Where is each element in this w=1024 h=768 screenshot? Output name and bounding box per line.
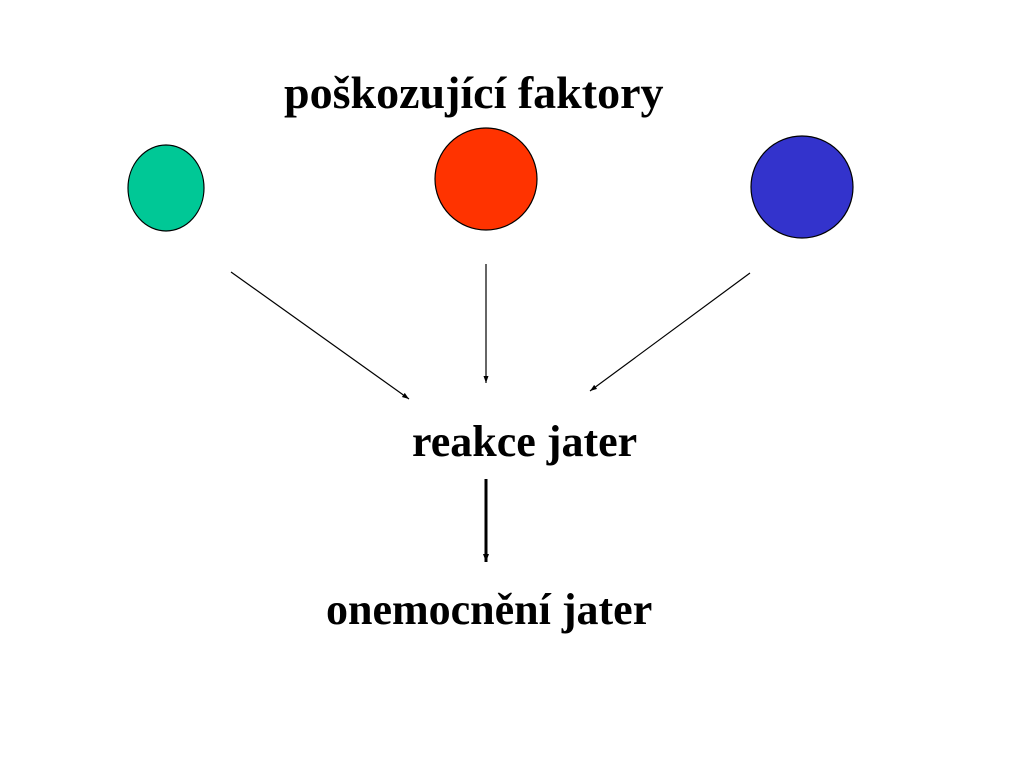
green-factor-circle [127, 144, 205, 232]
liver-reaction-label: reakce jater [412, 417, 638, 466]
red-factor-circle [434, 127, 538, 231]
arrow-right-to-reaction [589, 272, 751, 392]
damaging-factors-label: poškozující faktory [284, 67, 664, 118]
blue-factor-circle [750, 135, 854, 239]
liver-disease-label: onemocnění jater [326, 585, 653, 634]
arrow-left-to-reaction [230, 271, 410, 400]
